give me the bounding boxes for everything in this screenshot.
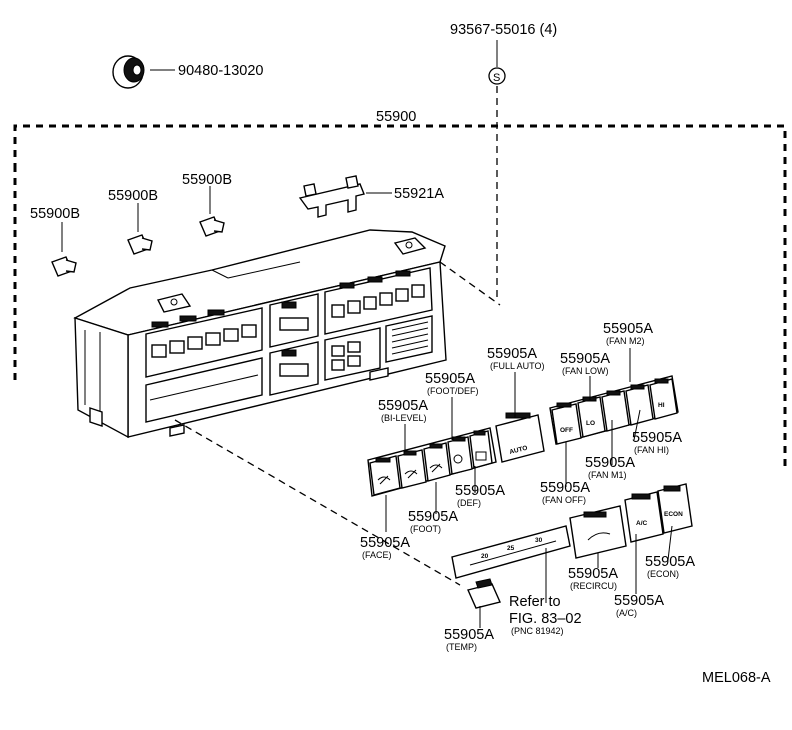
screw-label: 93567-55016 (4) xyxy=(450,22,557,38)
bulb-2 xyxy=(127,203,153,255)
scale-30: 30 xyxy=(535,537,543,544)
recirc-button-group xyxy=(569,505,627,559)
foot-sub: (FOOT) xyxy=(410,524,441,534)
drawing-code: MEL068-A xyxy=(702,670,771,686)
bulb-3-label: 55900B xyxy=(182,172,232,188)
def-pn: 55905A xyxy=(455,483,505,499)
label-ac: 55905A (A/C) xyxy=(614,593,664,618)
refer-line-2: FIG. 83–02 xyxy=(509,611,582,627)
label-fan-hi: 55905A (FAN HI) xyxy=(632,430,682,455)
temp-knob-group xyxy=(467,578,501,609)
scale-25: 25 xyxy=(507,545,515,552)
leader-panel-right xyxy=(439,261,501,306)
label-foot: 55905A (FOOT) xyxy=(408,509,458,534)
bi-level-pn: 55905A xyxy=(378,398,428,414)
bulb-2-label: 55900B xyxy=(108,188,158,204)
screw-s-letter: S xyxy=(493,72,500,84)
def-button[interactable] xyxy=(469,430,493,469)
label-def: 55905A (DEF) xyxy=(455,483,505,508)
label-refer: Refer to FIG. 83–02 (PNC 81942) xyxy=(509,594,582,636)
fan-off-sub: (FAN OFF) xyxy=(542,495,586,505)
foot-pn: 55905A xyxy=(408,509,458,525)
foot-button[interactable] xyxy=(423,442,451,482)
bulb-3 xyxy=(199,186,225,237)
bulb-1-label: 55900B xyxy=(30,206,80,222)
ac-pn: 55905A xyxy=(614,593,664,609)
ac-econ-button-group: A/C ECON xyxy=(624,483,693,543)
fan-m1-pn: 55905A xyxy=(585,455,635,471)
fan-low-button[interactable] xyxy=(577,396,606,438)
label-fan-m1: 55905A (FAN M1) xyxy=(585,455,635,480)
label-recircu: 55905A (RECIRCU) xyxy=(568,566,618,591)
refer-line-1: Refer to xyxy=(509,594,561,610)
label-fan-m2: 55905A (FAN M2) xyxy=(603,321,653,346)
mode-button-group xyxy=(367,427,497,497)
auto-glyph: AUTO xyxy=(509,445,528,456)
econ-pn: 55905A xyxy=(645,554,695,570)
fan-low-pn: 55905A xyxy=(560,351,610,367)
fan-low-glyph: LO xyxy=(586,420,595,427)
fan-hi-pn: 55905A xyxy=(632,430,682,446)
econ-glyph: ECON xyxy=(664,511,683,518)
fan-m1-sub: (FAN M1) xyxy=(588,470,627,480)
leader-lines xyxy=(385,348,673,628)
fan-low-sub: (FAN LOW) xyxy=(562,366,609,376)
foot-def-sub: (FOOT/DEF) xyxy=(427,386,479,396)
full-auto-button-group: AUTO xyxy=(495,412,545,463)
label-face: 55905A (FACE) xyxy=(360,535,410,560)
bi-level-sub: (BI-LEVEL) xyxy=(381,413,427,423)
fan-hi-button[interactable] xyxy=(649,378,678,420)
temp-sub: (TEMP) xyxy=(446,642,477,652)
label-foot-def: 55905A (FOOT/DEF) xyxy=(425,371,479,396)
ac-sub: (A/C) xyxy=(616,608,637,618)
assembly-label: 55900 xyxy=(376,109,416,125)
econ-sub: (ECON) xyxy=(647,569,679,579)
label-temp: 55905A (TEMP) xyxy=(444,627,494,652)
recirc-button[interactable] xyxy=(569,505,627,559)
fan-button-group: OFF LO HI xyxy=(549,375,679,445)
refer-line-3: (PNC 81942) xyxy=(511,626,564,636)
def-sub: (DEF) xyxy=(457,498,481,508)
face-pn: 55905A xyxy=(360,535,410,551)
recircu-pn: 55905A xyxy=(568,566,618,582)
recircu-sub: (RECIRCU) xyxy=(570,581,617,591)
fan-off-button[interactable] xyxy=(551,403,582,445)
bi-level-button[interactable] xyxy=(397,449,427,489)
fan-off-pn: 55905A xyxy=(540,480,590,496)
fan-off-glyph: OFF xyxy=(560,427,573,434)
ac-glyph: A/C xyxy=(636,520,648,527)
full-auto-pn: 55905A xyxy=(487,346,537,362)
fan-hi-sub: (FAN HI) xyxy=(634,445,669,455)
face-sub: (FACE) xyxy=(362,550,392,560)
foot-def-pn: 55905A xyxy=(425,371,475,387)
fan-m1-button[interactable] xyxy=(601,390,630,432)
temp-knob[interactable] xyxy=(467,583,501,609)
control-panel-housing xyxy=(73,229,447,439)
fan-m2-pn: 55905A xyxy=(603,321,653,337)
label-bi-level: 55905A (BI-LEVEL) xyxy=(378,398,428,423)
leader-panel-bottom xyxy=(174,419,461,586)
temp-scale-group: 20 25 30 xyxy=(451,525,571,579)
full-auto-button[interactable] xyxy=(495,414,545,463)
scale-20: 20 xyxy=(481,553,489,560)
label-fan-off: 55905A (FAN OFF) xyxy=(540,480,590,505)
grommet-part xyxy=(112,55,175,89)
bulb-1 xyxy=(51,222,77,277)
bracket-part xyxy=(298,175,392,218)
fan-hi-glyph: HI xyxy=(658,402,665,409)
label-full-auto: 55905A (FULL AUTO) xyxy=(487,346,545,371)
temp-pn: 55905A xyxy=(444,627,494,643)
label-econ: 55905A (ECON) xyxy=(645,554,695,579)
label-fan-low: 55905A (FAN LOW) xyxy=(560,351,610,376)
assembly-border xyxy=(13,124,787,470)
full-auto-sub: (FULL AUTO) xyxy=(490,361,545,371)
bracket-label: 55921A xyxy=(394,186,444,202)
grommet-label: 90480-13020 xyxy=(178,63,263,79)
temp-scale xyxy=(451,525,571,579)
fan-m2-sub: (FAN M2) xyxy=(606,336,645,346)
fan-m2-button[interactable] xyxy=(625,384,654,426)
screw-symbol: S xyxy=(488,40,506,300)
